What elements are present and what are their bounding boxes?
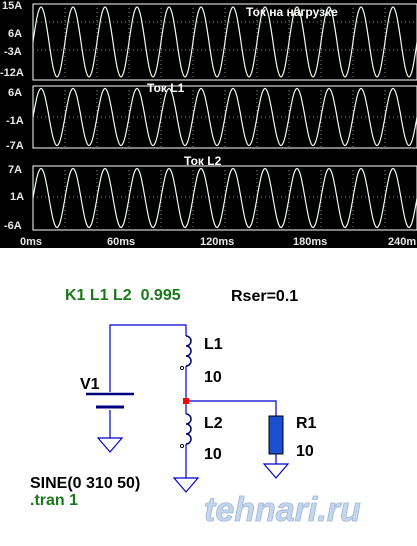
inductor-coil — [185, 335, 192, 367]
x-tick-label: 240m — [388, 236, 416, 248]
x-tick-label: 180ms — [293, 236, 327, 248]
x-tick-label: 0ms — [20, 236, 42, 248]
junction-dot — [183, 398, 189, 404]
wire — [109, 324, 187, 392]
phase-dot — [179, 443, 185, 449]
plot-pane-load-current[interactable]: Ток на нагрузке 15A 6A -3A -12A — [0, 0, 417, 81]
source-spec[interactable]: SINE(0 310 50) — [30, 475, 140, 492]
wire — [186, 400, 277, 416]
inductor-coil — [185, 413, 192, 445]
watermark: tehnari.ru — [204, 491, 361, 529]
component-name: L2 — [204, 415, 223, 432]
ground-symbol[interactable] — [96, 437, 124, 453]
wires — [109, 324, 277, 478]
waveform-viewer[interactable]: Ток на нагрузке 15A 6A -3A -12A Ток L1 6… — [0, 0, 417, 248]
component-value: 10 — [296, 443, 314, 460]
y-tick-label: -1A — [6, 115, 24, 127]
y-tick-label: 1A — [10, 191, 24, 203]
x-axis: 0ms 60ms 120ms 180ms 240m — [20, 236, 416, 248]
plot-pane-l1-current[interactable]: Ток L1 6A -1A -7A — [6, 81, 417, 152]
y-tick-label: -12A — [0, 67, 24, 79]
component-name: L1 — [204, 336, 223, 353]
y-tick-label: -3A — [4, 46, 22, 58]
rser-directive[interactable]: Rser=0.1 — [231, 288, 298, 305]
schematic-editor[interactable]: K1 L1 L2 0.995 Rser=0.1 V1 L1 10 L2 10 R… — [0, 248, 417, 546]
y-tick-label: 15A — [2, 0, 22, 12]
waveform-trace — [32, 168, 417, 228]
component-value: 10 — [204, 369, 222, 386]
inductor-l2[interactable]: L2 10 — [179, 413, 223, 463]
resistor-r1[interactable]: R1 10 — [268, 415, 317, 460]
ground-symbol[interactable] — [172, 477, 200, 493]
coupling-directive[interactable]: K1 L1 L2 0.995 — [65, 287, 181, 304]
x-tick-label: 60ms — [107, 236, 135, 248]
vertical-gridlines — [64, 4, 386, 80]
inductor-l1[interactable]: L1 10 — [179, 335, 223, 386]
component-value: 10 — [204, 446, 222, 463]
component-name: V1 — [80, 376, 100, 393]
x-tick-label: 120ms — [200, 236, 234, 248]
plot-pane-l2-current[interactable]: Ток L2 7A 1A -6A — [4, 154, 417, 232]
plot-title: Ток L1 — [147, 81, 185, 95]
plot-title: Ток L2 — [184, 154, 222, 168]
ground-symbol[interactable] — [262, 463, 290, 479]
tran-directive[interactable]: .tran 1 — [30, 492, 78, 509]
plot-title: Ток на нагрузке — [246, 5, 338, 19]
waveform-trace — [32, 87, 417, 147]
y-tick-label: 6A — [8, 87, 22, 99]
phase-dot — [179, 365, 185, 371]
y-tick-label: -6A — [4, 220, 22, 232]
waveform-trace — [32, 6, 417, 78]
resistor-body — [268, 415, 284, 455]
y-tick-label: -7A — [6, 140, 24, 152]
component-name: R1 — [296, 415, 317, 432]
voltage-source-v1[interactable]: V1 — [80, 376, 134, 409]
y-tick-label: 7A — [8, 164, 22, 176]
y-tick-label: 6A — [8, 28, 22, 40]
